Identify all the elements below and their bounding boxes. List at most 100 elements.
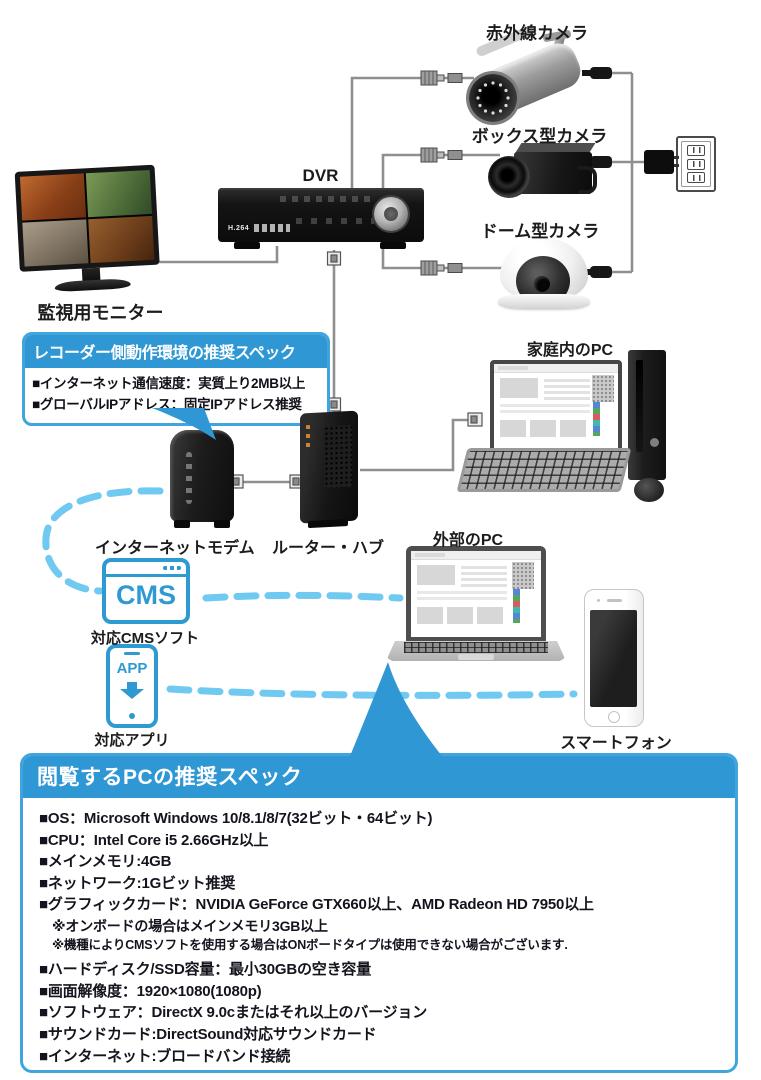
spec-note: ※オンボードの場合はメインメモリ3GB以上	[52, 917, 328, 934]
box-camera-handle	[578, 166, 597, 194]
dvr-buttons-row1	[280, 196, 376, 202]
box-camera	[488, 140, 602, 206]
bnc-connector-ir	[420, 70, 463, 86]
router-leds	[306, 425, 310, 452]
label-dvr: DVR	[302, 166, 339, 185]
router-to-homepc-cable	[360, 418, 470, 472]
label-modem: インターネットモデム	[95, 540, 255, 557]
camera-view-3	[22, 219, 89, 267]
router-hub	[300, 410, 360, 529]
tower-slot	[636, 360, 643, 452]
lan-plug-homepc-side	[467, 412, 483, 427]
spec-item: ■CPU：Intel Core i5 2.66GHz以上	[39, 831, 269, 849]
laptop-keyboard	[404, 642, 548, 653]
pc-spec-panel-tail	[346, 662, 450, 766]
thumb-grid	[592, 375, 614, 402]
dvr-buttons-row2	[296, 218, 374, 224]
dvr-device: H.264	[218, 188, 424, 250]
router-foot	[308, 519, 348, 529]
spec-item: ■OS：Microsoft Windows 10/8.1/8/7(32ビット・6…	[39, 810, 433, 827]
label-router: ルーター・ハブ	[271, 540, 384, 557]
tower-power-button	[650, 438, 659, 447]
monitor-base	[54, 278, 131, 293]
recorder-spec-item: ■インターネット通信速度：実質上り2MB以上	[32, 376, 306, 391]
recorder-spec-item: ■グローバルIPアドレス：固定IPアドレス推奨	[32, 396, 302, 412]
spec-item: ■インターネット:ブロードバンド接続	[39, 1047, 291, 1065]
outlet-plate	[681, 141, 711, 187]
internet-path-app-to-smartphone	[166, 685, 578, 699]
modem-leds	[186, 452, 192, 504]
home-pc-monitor	[490, 360, 622, 454]
phone-screen	[590, 610, 637, 707]
spec-item: ■サウンドカード:DirectSound対応サウンドカード	[39, 1025, 377, 1043]
phone-camera-dot	[597, 599, 600, 602]
box-camera-lens	[488, 156, 530, 198]
app-icon-text: APP	[116, 660, 148, 677]
app-phone-speaker	[124, 652, 140, 655]
home-pc-mouse	[634, 478, 664, 502]
recorder-spec-body: ■インターネット通信速度：実質上り2MB以上 ■グローバルIPアドレス：固定IP…	[25, 368, 327, 423]
spec-item: ■ハードディスク/SSD容量：最小30GBの空き容量	[39, 961, 372, 979]
spec-item: ■ネットワーク:1Gビット推奨	[39, 874, 236, 892]
cms-icon-text: CMS	[116, 580, 176, 610]
dome-camera	[498, 238, 590, 314]
monitor-frame	[14, 164, 160, 272]
home-pc-screen	[494, 364, 618, 450]
color-tiles	[513, 577, 520, 623]
dvr-front-text: H.264	[228, 225, 250, 232]
bnc-connector-dome	[420, 260, 463, 276]
dvr-jog-dial	[374, 197, 408, 231]
modem-body	[170, 430, 234, 522]
dvr-front-marks	[254, 224, 290, 232]
power-adapter	[644, 150, 679, 174]
phone-speaker	[607, 599, 622, 602]
app-phone-home-dot	[129, 713, 135, 719]
app-icon: APP	[106, 644, 158, 728]
spec-item: ■画面解像度：1920×1080(1080p)	[39, 982, 262, 1000]
dome-lens	[534, 276, 550, 292]
laptop-base	[386, 641, 566, 661]
modem-foot	[174, 520, 190, 528]
internet-modem	[170, 430, 234, 528]
ir-camera-lens-face	[469, 74, 517, 122]
spec-item: ■メインメモリ:4GB	[39, 853, 172, 871]
recorder-spec-title: レコーダー側動作環境の推奨スペック	[25, 335, 327, 368]
content-block	[500, 378, 538, 398]
thumb-grid	[512, 562, 534, 589]
browser-topbar	[494, 364, 618, 373]
pc-spec-panel: 閲覧するPCの推奨スペック ■OS：Microsoft Windows 10/8…	[20, 753, 738, 1073]
video-cable-box-camera	[381, 153, 500, 192]
spec-item: ■グラフィックカード：NVIDIA GeForce GTX660以上、AMD R…	[39, 896, 594, 914]
smartphone-device	[584, 589, 644, 727]
label-box-camera: ボックス型カメラ	[471, 127, 608, 146]
spec-item: ■ソフトウェア：DirectX 9.0cまたはそれ以上のバージョン	[39, 1004, 428, 1022]
laptop-screen	[411, 551, 541, 637]
label-cms-software: 対応CMSソフト	[90, 630, 200, 647]
label-app: 対応アプリ	[94, 732, 170, 749]
router-vents	[324, 424, 352, 489]
dvr-foot	[234, 242, 260, 249]
outlet-socket	[687, 172, 705, 184]
label-external-pc: 外部のPC	[432, 532, 504, 549]
dvr-foot	[380, 242, 406, 249]
modem-foot	[214, 520, 230, 528]
surveillance-monitor	[14, 164, 172, 304]
phone-home-button	[608, 711, 620, 723]
dome-shell	[500, 238, 588, 302]
home-pc-tower	[628, 350, 666, 480]
label-smartphone: スマートフォン	[560, 735, 672, 752]
cms-software-icon: CMS	[102, 558, 190, 624]
wall-outlet	[676, 136, 716, 192]
ir-led-ring	[476, 81, 510, 115]
label-home-pc: 家庭内のPC	[526, 342, 614, 359]
cms-window-dots	[163, 566, 181, 570]
ir-bullet-camera	[465, 23, 593, 124]
pc-spec-title: 閲覧するPCの推奨スペック	[23, 756, 735, 798]
camera-view-4	[88, 215, 155, 264]
laptop-touchpad	[458, 654, 494, 660]
recorder-spec-callout: レコーダー側動作環境の推奨スペック ■インターネット通信速度：実質上り2MB以上…	[22, 332, 330, 426]
bnc-connector-box	[420, 147, 463, 163]
pc-spec-body: ■OS：Microsoft Windows 10/8.1/8/7(32ビット・6…	[23, 798, 735, 1070]
bnc-connector-pairs	[420, 70, 463, 276]
